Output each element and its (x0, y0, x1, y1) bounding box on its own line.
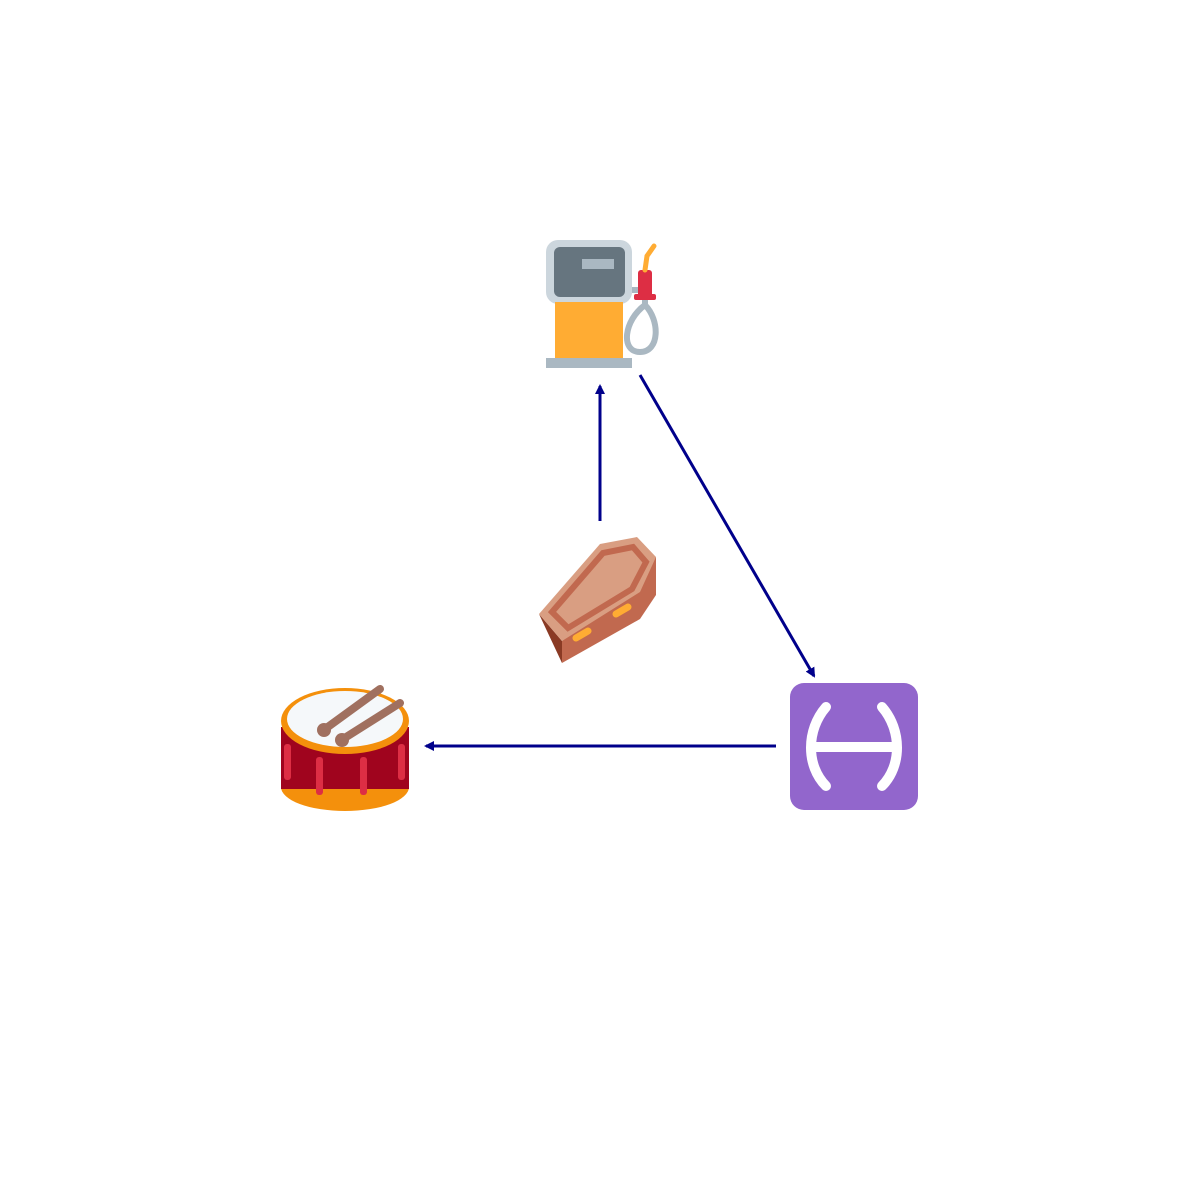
coffin-icon (539, 537, 656, 663)
pisces-icon (790, 683, 918, 810)
drum-icon (281, 685, 409, 811)
fuel-pump-icon (546, 240, 659, 368)
edges (424, 374, 816, 751)
edge-fuel-pump-to-pisces (638, 374, 816, 678)
